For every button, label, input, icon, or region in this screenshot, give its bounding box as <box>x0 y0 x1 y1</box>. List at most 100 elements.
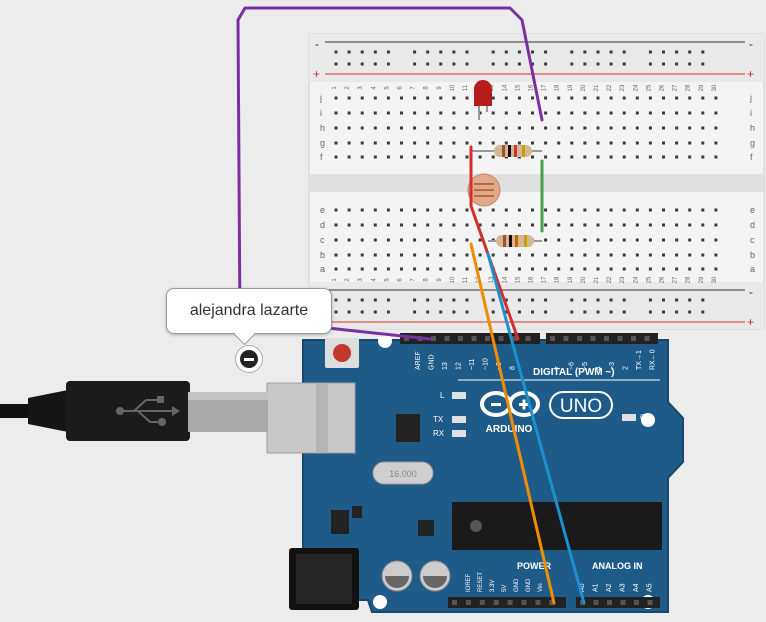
row-label: c <box>750 235 755 245</box>
header-pins <box>404 336 653 605</box>
column-label: 22 <box>607 276 613 283</box>
column-label: 18 <box>555 84 561 91</box>
column-label: 25 <box>646 276 652 283</box>
analog-header[interactable] <box>576 597 660 608</box>
wire-blue <box>486 252 586 605</box>
digital-pin-label: ~5 <box>582 362 589 370</box>
power-pin-label: 5V <box>502 585 508 592</box>
row-label: a <box>320 264 325 274</box>
row-label: g <box>750 138 755 148</box>
row-label: a <box>750 264 755 274</box>
column-label: 22 <box>607 84 613 91</box>
resistor-bottom[interactable] <box>488 235 542 247</box>
row-label: g <box>320 138 325 148</box>
digital-header-right[interactable] <box>546 333 658 344</box>
column-label: 14 <box>502 84 508 91</box>
author-tooltip: alejandra lazarte <box>166 288 332 334</box>
tx-label: TX <box>433 415 444 424</box>
column-label: 25 <box>646 84 652 91</box>
column-label: 18 <box>555 276 561 283</box>
analog-pin-label: A3 <box>620 583 627 592</box>
row-label: e <box>320 205 325 215</box>
row-label: f <box>750 152 753 162</box>
wire-orange <box>469 242 556 605</box>
digital-header-left[interactable] <box>400 333 540 344</box>
analog-pin-label: A5 <box>647 583 654 592</box>
digital-pin-label: AREF <box>415 351 422 370</box>
column-label: 2 <box>345 86 351 90</box>
column-label: 7 <box>411 86 417 90</box>
column-label: 27 <box>673 276 679 283</box>
arduino-logo <box>480 391 540 417</box>
rail-minus-label-bottom-right: - <box>749 285 753 299</box>
column-label: 13 <box>489 84 495 91</box>
digital-pin-label: ~10 <box>483 358 490 370</box>
column-label: 23 <box>620 276 626 283</box>
row-label: h <box>750 123 755 133</box>
wire-red <box>469 145 520 341</box>
column-label: 20 <box>581 276 587 283</box>
column-label: 9 <box>437 86 443 90</box>
power-pin-label: IOREF <box>466 573 472 592</box>
digital-pin-label: 4 <box>596 366 603 370</box>
column-label: 30 <box>712 276 718 283</box>
column-label: 3 <box>358 86 364 90</box>
column-label: 17 <box>542 276 548 283</box>
column-label: 5 <box>384 278 390 282</box>
column-label: 15 <box>515 84 521 91</box>
column-label: 15 <box>515 276 521 283</box>
column-label: 21 <box>594 276 600 283</box>
column-label: 8 <box>424 86 430 90</box>
arduino-uno-board[interactable]: 16.000 L TX RX ON ARDUINO UNO DIGITAL (P… <box>266 333 684 613</box>
row-label: i <box>320 108 322 118</box>
rail-plus-label: + <box>313 67 320 81</box>
column-label: 26 <box>660 84 666 91</box>
digital-pin-label: GND <box>429 354 436 370</box>
analog-pin-label: A2 <box>606 583 613 592</box>
power-pin-label: 3.3V <box>490 580 496 592</box>
red-led[interactable] <box>474 80 492 120</box>
crystal-label: 16.000 <box>389 469 417 479</box>
column-label: 1 <box>332 86 338 90</box>
rail-plus-label-right: + <box>747 67 754 81</box>
power-pin-label: Vin <box>538 583 544 592</box>
rail-minus-label-right: - <box>749 37 753 51</box>
column-label: 1 <box>332 278 338 282</box>
row-label: e <box>750 205 755 215</box>
column-label: 9 <box>437 278 443 282</box>
digital-pin-label: RX←0 <box>650 349 657 370</box>
rail-minus-label: - <box>315 37 319 51</box>
row-label: f <box>320 152 323 162</box>
row-label: j <box>749 93 752 103</box>
column-label: 5 <box>384 86 390 90</box>
digital-pin-label: ~6 <box>569 362 576 370</box>
rail-plus-label-bottom-right: + <box>747 315 754 329</box>
analog-label: ANALOG IN <box>592 561 643 571</box>
column-label: 4 <box>371 86 377 90</box>
column-label: 28 <box>686 276 692 283</box>
power-pin-label: RESET <box>478 572 484 592</box>
column-label: 20 <box>581 84 587 91</box>
breadboard-holes <box>334 50 718 314</box>
column-label: 29 <box>699 276 705 283</box>
column-label: 13 <box>489 276 495 283</box>
column-label: 2 <box>345 278 351 282</box>
photoresistor[interactable] <box>467 173 501 207</box>
led-l-label: L <box>440 391 445 400</box>
digital-pin-label: 13 <box>442 362 449 370</box>
digital-pin-label: 7 <box>555 366 562 370</box>
digital-pin-label: 2 <box>623 366 630 370</box>
analog-pin-label: A1 <box>593 583 600 592</box>
power-header[interactable] <box>448 597 566 608</box>
column-label: 10 <box>450 84 456 91</box>
digital-label: DIGITAL (PWM ~) <box>533 367 615 378</box>
resistor-top[interactable] <box>470 145 542 157</box>
minus-circle-icon[interactable] <box>236 346 262 372</box>
usb-cable <box>0 381 268 441</box>
row-label: b <box>320 250 325 260</box>
column-label: 19 <box>568 84 574 91</box>
column-label: 24 <box>633 84 639 91</box>
